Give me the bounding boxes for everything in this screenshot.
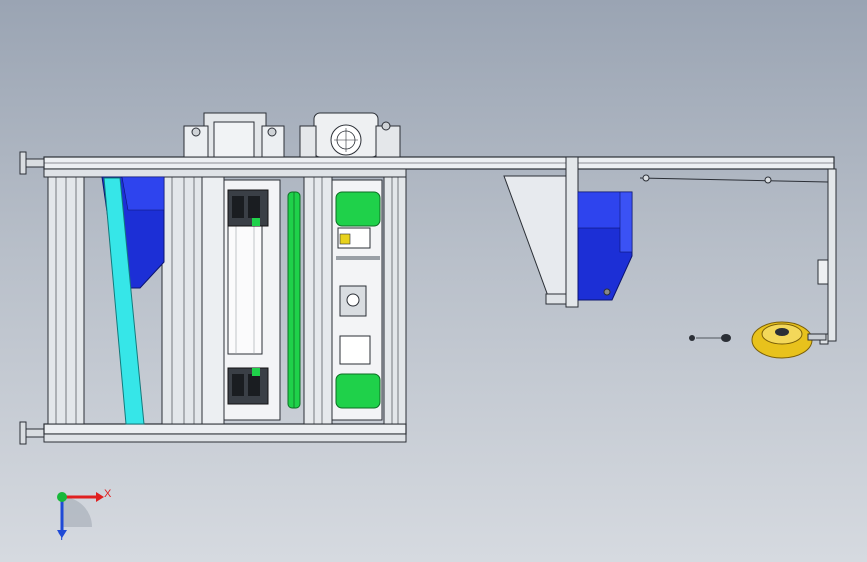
main-frame[interactable] [43, 176, 407, 443]
drive-section[interactable] [331, 179, 383, 421]
gear-motor-icon[interactable] [183, 112, 285, 158]
vertical-post[interactable] [565, 156, 579, 308]
coordinate-triad-icon[interactable] [57, 492, 104, 538]
axis-x-label: X [104, 488, 112, 500]
yellow-reel[interactable] [751, 321, 827, 359]
funnel[interactable] [503, 175, 571, 305]
small-connector [689, 334, 731, 342]
roller-assembly[interactable] [223, 179, 281, 421]
right-leg[interactable] [817, 168, 837, 345]
green-wheel[interactable] [287, 191, 301, 409]
leveling-foot-bottom [19, 421, 45, 445]
cable-line [639, 174, 829, 184]
leveling-foot-top [19, 151, 45, 175]
top-rail[interactable] [43, 156, 835, 178]
blue-hopper-right[interactable] [577, 191, 633, 301]
cyan-chute[interactable] [103, 177, 145, 425]
axis-y-label: Y [58, 531, 66, 543]
fan-motor-icon[interactable] [299, 112, 401, 158]
